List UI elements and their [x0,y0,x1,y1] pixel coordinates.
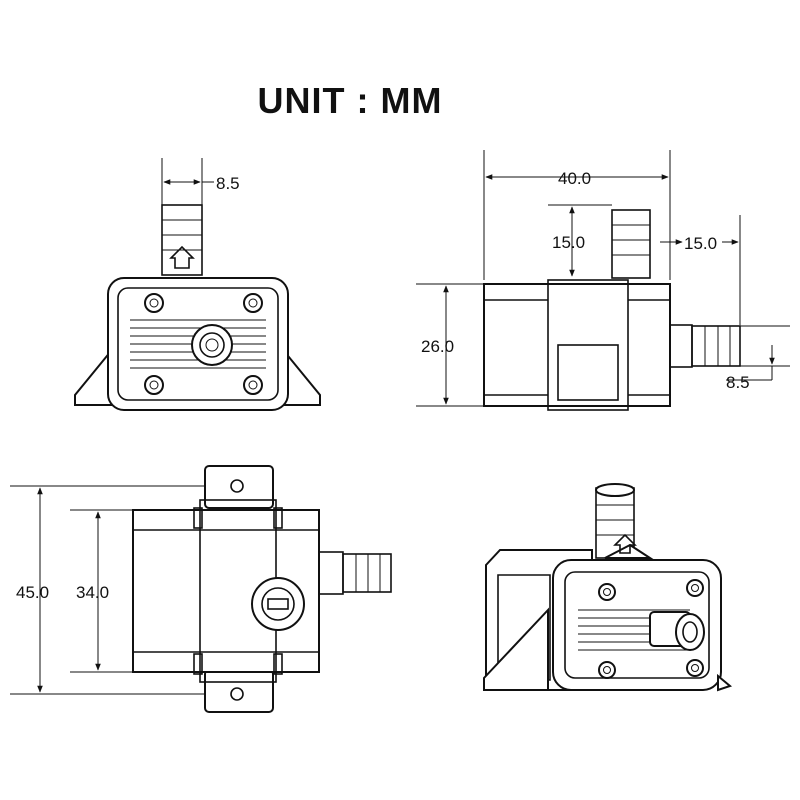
dim-side-outlet-dia: 8.5 [726,373,750,392]
iso-outlet-nozzle [649,611,705,651]
dim-side-width: 40.0 [558,169,591,188]
iso-foot-left [483,607,549,691]
side-view: 40.0 15.0 15.0 26.0 8.5 [416,150,790,411]
front-view: 8.5 [74,158,321,411]
dim-side-inlet-height: 15.0 [552,233,585,252]
dim-side-height: 26.0 [421,337,454,356]
unit-title: UNIT : MM [257,80,443,121]
flow-arrow-icon [169,245,195,269]
iso-front-housing [552,559,722,691]
screw-icon [686,579,704,597]
screw-icon [686,659,704,677]
screw-icon [144,293,164,313]
dim-top-body: 34.0 [76,583,109,602]
isometric-view [483,483,733,692]
mount-tab-top [204,465,274,509]
outlet-port-icon [191,324,233,366]
iso-flow-arrow-icon [613,533,637,554]
screw-icon [243,375,263,395]
top-outlet-port-icon [251,577,305,631]
screw-icon [598,661,616,679]
front-inlet-nozzle [161,204,203,276]
screw-icon [144,375,164,395]
top-view: 45.0 34.0 [10,465,392,713]
dim-front-inlet: 8.5 [216,174,240,193]
dim-top-length: 45.0 [16,583,49,602]
dim-side-outlet-length: 15.0 [684,234,717,253]
screw-icon [598,583,616,601]
mount-tab-bottom [204,669,274,713]
screw-icon [243,293,263,313]
